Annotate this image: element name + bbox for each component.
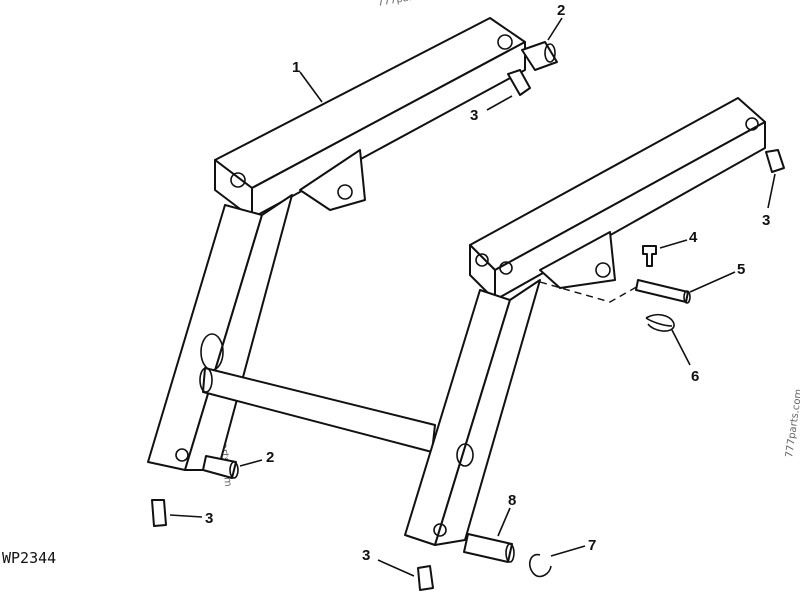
bolt — [642, 245, 657, 267]
callout-4: 4 — [689, 229, 698, 246]
pin — [635, 279, 691, 304]
callout-1: 1 — [292, 59, 300, 76]
hair-pin-clip — [645, 313, 675, 332]
figure-id: WP2344 — [2, 549, 56, 567]
callout-5: 5 — [737, 261, 745, 278]
grease-fitting-bottom — [417, 565, 434, 591]
callout-2-bottom: 2 — [266, 449, 274, 466]
cross-shaft — [199, 367, 436, 453]
right-arm — [404, 97, 766, 546]
callout-3-bottom-left: 3 — [205, 510, 213, 527]
snap-ring — [528, 553, 552, 578]
left-arm — [147, 17, 526, 471]
grease-fitting-top — [507, 69, 531, 96]
callout-6: 6 — [691, 368, 699, 385]
callout-8: 8 — [508, 492, 516, 509]
callout-3-top: 3 — [470, 107, 478, 124]
grease-fitting-bottom-left — [151, 499, 167, 527]
watermark-right: 777parts.com — [784, 388, 800, 458]
bushing-top — [521, 41, 558, 71]
callout-3-bottom: 3 — [362, 547, 370, 564]
leader-lines — [169, 17, 776, 577]
assembly-line — [539, 281, 641, 303]
callout-2-top: 2 — [557, 2, 565, 19]
callout-7: 7 — [588, 537, 596, 554]
grease-fitting-right — [765, 149, 785, 173]
pivot-pin — [463, 533, 515, 563]
callout-3-right: 3 — [762, 212, 770, 229]
watermark-top: 777parts.com — [377, 0, 447, 9]
bushing-bottom — [202, 455, 239, 479]
